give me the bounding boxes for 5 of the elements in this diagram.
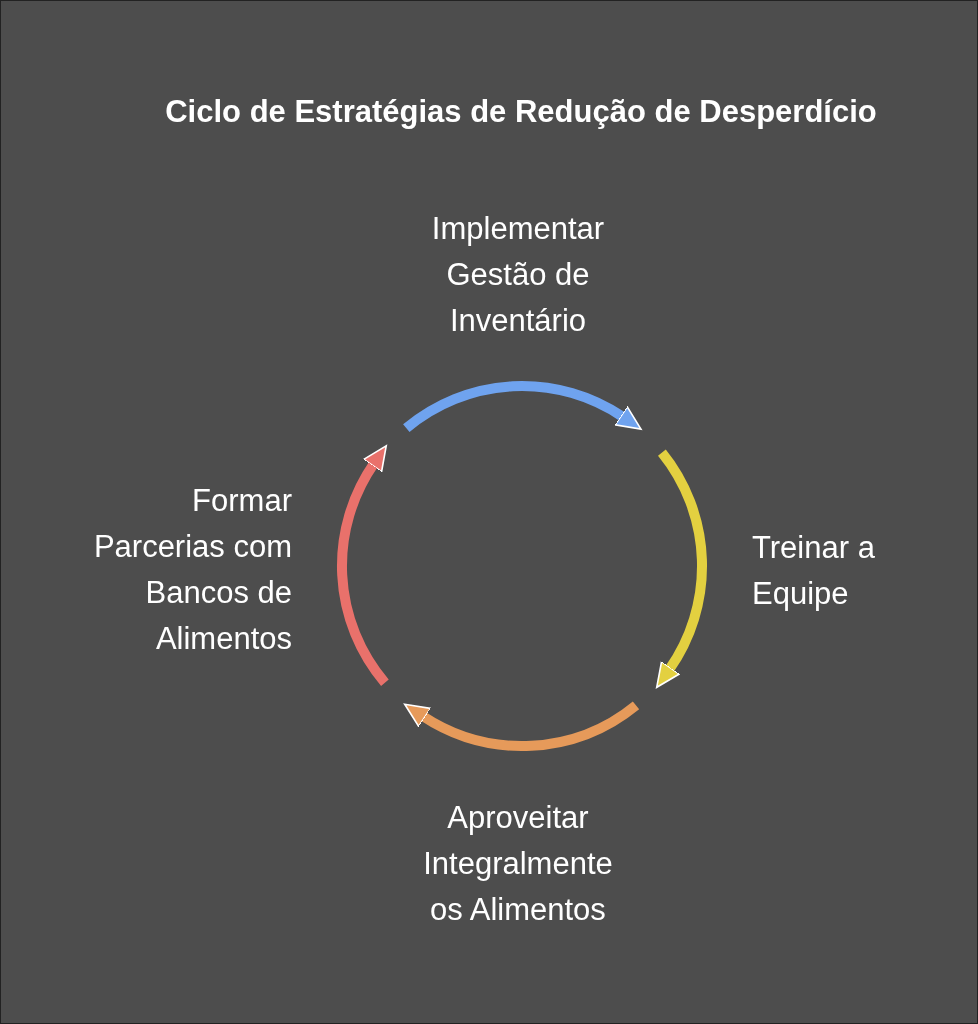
step-label: Aproveitar Integralmente os Alimentos <box>403 795 633 933</box>
step-label: Treinar a Equipe <box>752 525 912 617</box>
step-label: Implementar Gestão de Inventário <box>398 206 638 344</box>
title: Ciclo de Estratégias de Redução de Desperdício <box>164 94 878 130</box>
step-label: Formar Parcerias com Bancos de Alimentos <box>77 478 292 662</box>
